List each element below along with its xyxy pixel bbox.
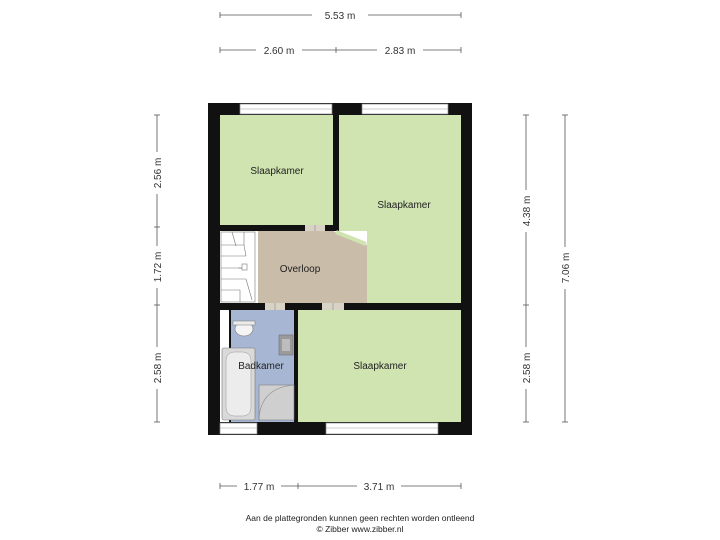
- window-lines: [220, 108, 448, 429]
- room-label-bedroom-top-left: Slaapkamer: [250, 166, 304, 177]
- dim-right-total-label: 7.06 m: [561, 253, 572, 284]
- room-label-bedroom-top-right: Slaapkamer: [377, 200, 431, 211]
- bedroom-top-left: [220, 115, 333, 225]
- copyright-text: © Zibber www.zibber.nl: [316, 524, 404, 534]
- bathroom-fixtures: [221, 320, 295, 421]
- window-bottom-left: [219, 422, 258, 435]
- window-bottom-right: [325, 422, 439, 435]
- dim-bottom-right-label: 3.71 m: [364, 482, 395, 493]
- shower: [258, 384, 295, 421]
- disclaimer-text: Aan de plattegronden kunnen geen rechten…: [245, 513, 475, 523]
- dimension-right-total: 7.06 m: [558, 114, 572, 423]
- dim-top-left-label: 2.60 m: [264, 46, 295, 57]
- dimension-top-split: 2.60 m 2.83 m: [219, 43, 462, 57]
- dimension-right-inner: 4.38 m 2.58 m: [519, 114, 533, 423]
- room-label-bathroom: Badkamer: [238, 361, 284, 372]
- landing: [258, 231, 367, 303]
- bathtub-inner: [225, 351, 252, 417]
- door-marks: [274, 225, 334, 310]
- dimension-bottom: 1.77 m 3.71 m: [219, 479, 462, 493]
- dim-left-top-label: 2.56 m: [153, 158, 164, 189]
- dim-bottom-left-label: 1.77 m: [244, 482, 275, 493]
- stair-post: [241, 263, 248, 271]
- dim-top-right-label: 2.83 m: [385, 46, 416, 57]
- room-label-bedroom-bottom: Slaapkamer: [353, 361, 407, 372]
- dim-left-mid-label: 1.72 m: [153, 252, 164, 283]
- door-top-right-opening: [335, 230, 367, 246]
- bedroom-bottom: [298, 310, 461, 422]
- stairs: [220, 231, 256, 303]
- dim-top-total-label: 5.53 m: [325, 11, 356, 22]
- dim-right-inner-top-label: 4.38 m: [522, 196, 533, 227]
- dim-left-bottom-label: 2.58 m: [153, 353, 164, 384]
- dim-right-inner-bottom-label: 2.58 m: [522, 353, 533, 384]
- dimension-top-total: 5.53 m: [219, 8, 462, 22]
- dimension-left: 2.56 m 1.72 m 2.58 m: [150, 114, 164, 423]
- room-label-landing: Overloop: [280, 264, 321, 275]
